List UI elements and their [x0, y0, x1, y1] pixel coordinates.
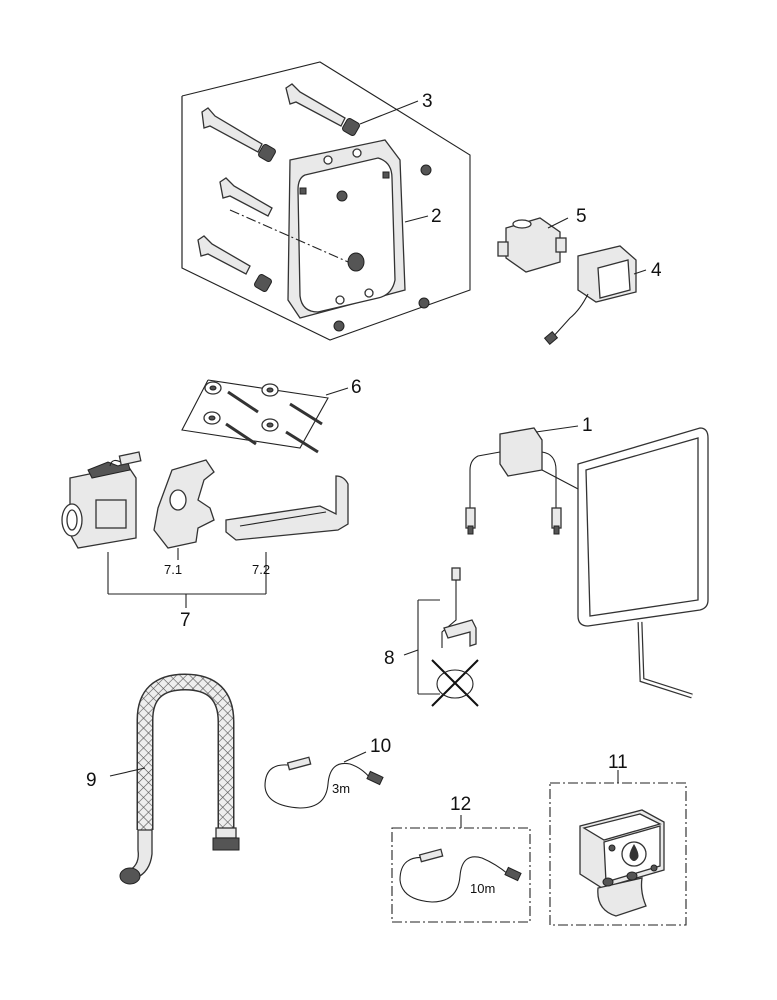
threaded-rod	[201, 107, 276, 162]
threaded-rods	[197, 83, 360, 292]
water-drop-icon	[621, 841, 647, 867]
callout-11: 11	[608, 752, 628, 773]
callout-7-1: 7.1	[164, 562, 182, 577]
callout-3: 3	[422, 91, 433, 112]
power-supply	[543, 245, 647, 345]
callout-5: 5	[576, 206, 587, 227]
callout-12: 12	[450, 794, 471, 815]
callout-10: 10	[370, 736, 391, 757]
cable-length-3m: 3m	[332, 781, 350, 796]
callout-1: 1	[582, 415, 593, 436]
cable-3m	[264, 751, 384, 809]
screw	[418, 297, 430, 309]
mounting-frame	[229, 139, 406, 319]
callout-7-2: 7.2	[252, 562, 270, 577]
electronics-module	[465, 425, 581, 535]
mounting-frame-assembly	[181, 61, 471, 341]
washer	[261, 418, 279, 432]
valve-unit	[61, 451, 349, 608]
fixing-set	[181, 379, 349, 454]
solenoid-valve	[61, 451, 142, 549]
screw	[333, 320, 345, 332]
braided-hose	[109, 673, 240, 885]
battery-box	[549, 770, 687, 926]
callout-2: 2	[431, 206, 442, 227]
screw	[225, 422, 257, 446]
washer	[204, 381, 222, 395]
cable-clip-assembly	[403, 567, 479, 707]
callout-7: 7	[180, 610, 191, 631]
threaded-rod	[219, 177, 273, 217]
washer	[261, 383, 279, 397]
screw	[227, 390, 259, 414]
cable-length-10m: 10m	[470, 881, 495, 896]
threaded-rod	[197, 235, 272, 292]
junction-box	[497, 217, 569, 273]
callout-6: 6	[351, 377, 362, 398]
screw	[420, 164, 432, 176]
threaded-rod	[285, 83, 360, 136]
frame-nut	[347, 252, 365, 272]
cable-10m-box	[391, 815, 531, 923]
valve-holder	[153, 459, 215, 549]
washer	[203, 411, 221, 425]
cross-out-icon	[431, 659, 479, 707]
screw	[289, 402, 323, 426]
screw	[285, 430, 319, 454]
frame-screw-top	[336, 190, 348, 202]
cover-plate	[577, 427, 709, 627]
callout-4: 4	[651, 260, 662, 281]
callout-8: 8	[384, 648, 395, 669]
allen-key	[637, 621, 693, 699]
callout-9: 9	[86, 770, 97, 791]
mounting-bracket	[225, 475, 349, 541]
